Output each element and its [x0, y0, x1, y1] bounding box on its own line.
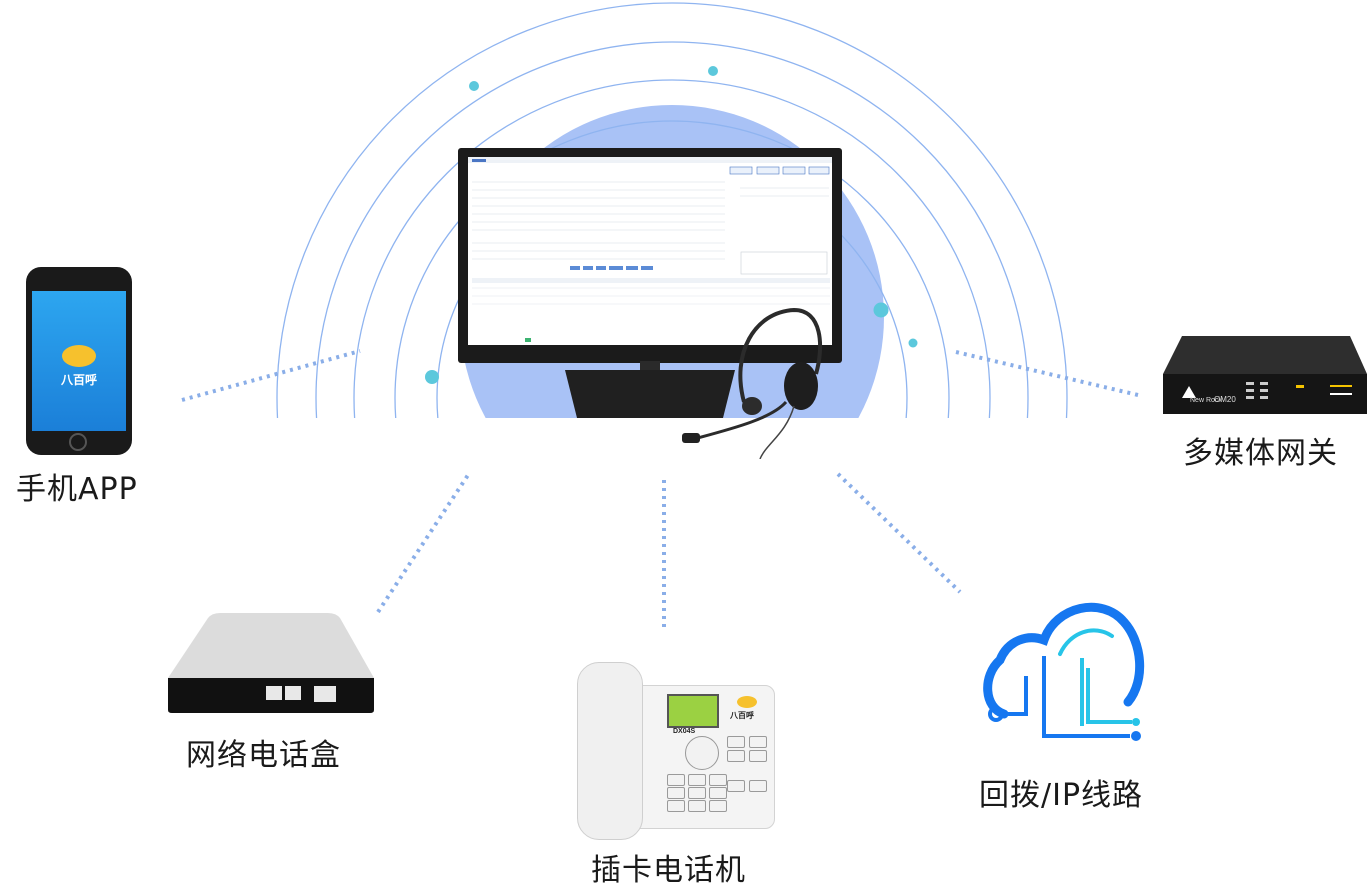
desk-phone-logo-icon	[737, 696, 757, 708]
desk-phone-screen	[667, 694, 719, 728]
ring-dot	[873, 302, 889, 318]
key-icon	[709, 774, 727, 786]
gateway-model: OM20	[1214, 395, 1236, 404]
app-brand: 八百呼	[60, 373, 97, 387]
phone-app-label: 手机APP	[16, 472, 138, 507]
link-gateway	[955, 350, 1139, 397]
gateway-brand: New Rock	[1190, 397, 1222, 404]
link-phone-app	[181, 349, 361, 402]
net-box-label: 网络电话盒	[186, 738, 341, 773]
nav-pad-icon	[685, 736, 719, 770]
ring-dot	[469, 81, 479, 91]
key-icon	[727, 736, 745, 748]
ring-dot	[908, 338, 918, 348]
key-icon	[749, 750, 767, 762]
app-screen: 八百呼	[32, 291, 126, 431]
key-icon	[749, 780, 767, 792]
link-net-box	[376, 470, 472, 614]
link-callback-ip	[836, 472, 962, 594]
network-phone-box	[168, 613, 374, 713]
cloud-icon	[983, 602, 1145, 741]
key-icon	[667, 800, 685, 812]
ring-dot	[708, 66, 718, 76]
key-icon	[667, 774, 685, 786]
key-icon	[667, 787, 685, 799]
smartphone: 八百呼	[26, 267, 132, 455]
ring	[315, 41, 1029, 418]
ring	[353, 79, 991, 418]
key-icon	[709, 800, 727, 812]
gateway-label: 多媒体网关	[1183, 436, 1338, 471]
gateway-device	[1163, 336, 1367, 414]
key-icon	[688, 800, 706, 812]
key-icon	[727, 750, 745, 762]
desk-phone-label: 插卡电话机	[591, 853, 746, 888]
headset-icon	[682, 307, 823, 459]
ring-dot	[425, 370, 439, 384]
key-icon	[688, 787, 706, 799]
ring	[394, 120, 950, 418]
monitor	[458, 148, 842, 418]
desk-phone-model: DX04S	[673, 728, 696, 735]
ring	[276, 2, 1068, 418]
desk-phone-brand: 八百呼	[730, 711, 754, 720]
app-logo-icon	[62, 345, 96, 367]
home-button	[69, 433, 87, 451]
key-icon	[727, 780, 745, 792]
callback-ip-label: 回拨/IP线路	[979, 778, 1144, 813]
key-icon	[749, 736, 767, 748]
desk-phone-handset	[577, 662, 643, 840]
key-icon	[709, 787, 727, 799]
key-icon	[688, 774, 706, 786]
